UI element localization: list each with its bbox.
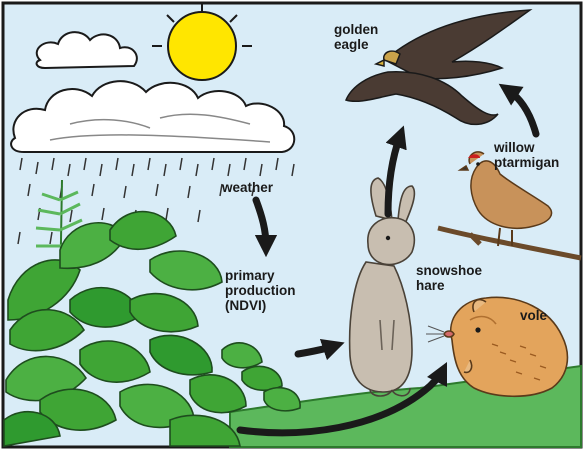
label-weather: weather [222,180,273,195]
label-primary-production: primary production (NDVI) [225,268,296,313]
label-vole: vole [520,308,547,323]
label-willow-ptarmigan: willow ptarmigan [494,140,559,170]
label-golden-eagle: golden eagle [334,22,378,52]
label-snowshoe-hare: snowshoe hare [416,263,482,293]
